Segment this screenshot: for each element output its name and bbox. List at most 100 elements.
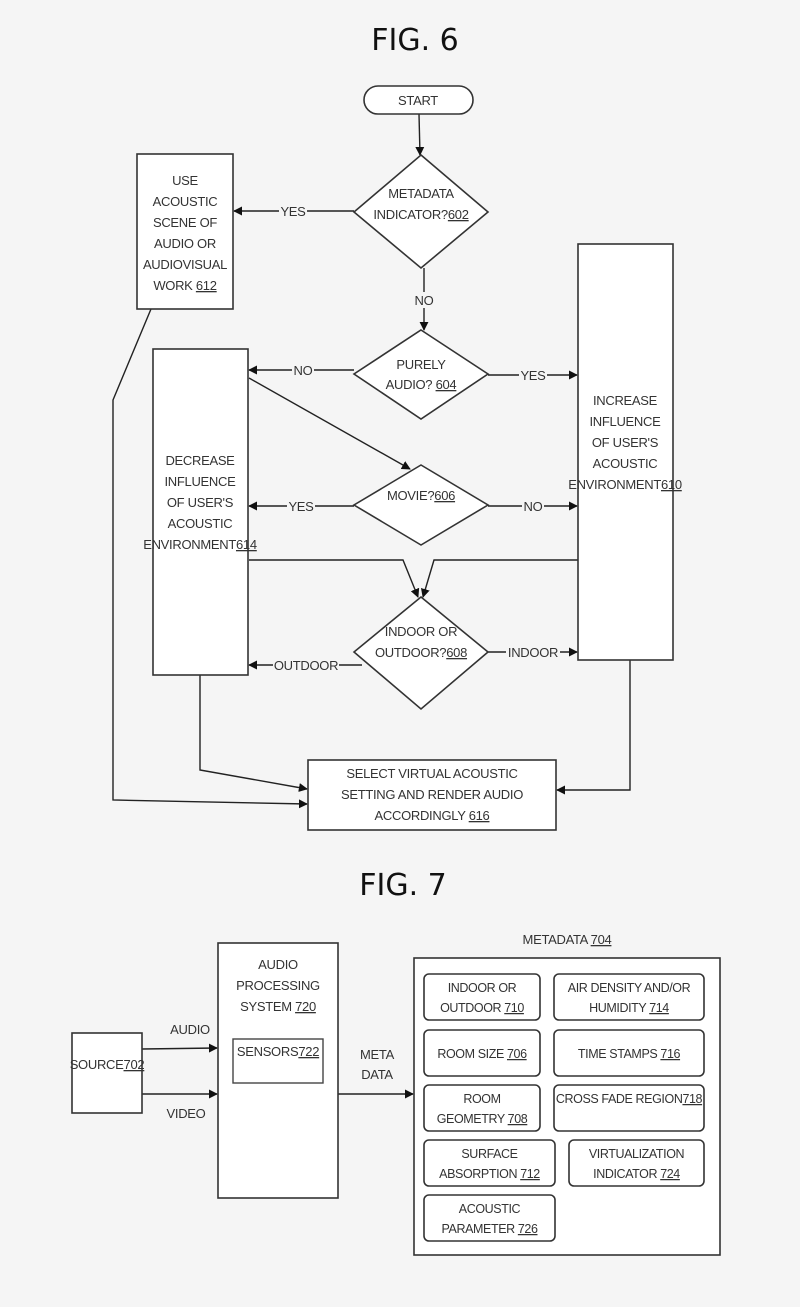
label-line: MOVIE? (387, 488, 434, 503)
label-line: ROOM (463, 1092, 500, 1106)
label-line: ACOUSTIC (459, 1202, 521, 1216)
edge-614-616 (199, 675, 308, 793)
source-702: SOURCE702 (70, 1032, 145, 1114)
decision-602-label: METADATA INDICATOR?602 (373, 186, 468, 222)
label-line: OF USER'S (592, 435, 659, 450)
reference-numeral: 720 (295, 999, 316, 1014)
metadata-item-box (423, 1194, 556, 1242)
reference-numeral: 716 (660, 1047, 680, 1061)
edge-label-602-no: NO (415, 293, 434, 308)
metadata-item-box (568, 1139, 705, 1187)
label-line: INDICATOR? (373, 207, 448, 222)
label-line: SOURCE (70, 1057, 124, 1072)
label-line: INCREASE (593, 393, 658, 408)
label-line: AUDIO? (386, 377, 436, 392)
label-line: SURFACE (461, 1147, 517, 1161)
edge-label-608-indoor: INDOOR (508, 645, 558, 660)
label-line: ACCORDINGLY (375, 808, 469, 823)
metadata-item-label: TIME STAMPS 716 (578, 1047, 681, 1061)
decision-604-label: PURELY AUDIO? 604 (386, 357, 457, 392)
decision-606-label: MOVIE?606 (387, 488, 455, 503)
node-start-label: START (398, 93, 438, 108)
reference-numeral: 602 (448, 207, 469, 222)
reference-numeral: 610 (661, 477, 682, 492)
label-line: PROCESSING (236, 978, 320, 993)
label-line: METADATA (523, 932, 591, 947)
edge-label-604-no: NO (294, 363, 313, 378)
label-line: AUDIO OR (154, 236, 216, 251)
label-line: INFLUENCE (590, 414, 662, 429)
decision-606: MOVIE?606 (352, 464, 490, 546)
label-line: METADATA (388, 186, 454, 201)
metadata-item-716: TIME STAMPS 716 (553, 1029, 705, 1077)
label-line: USE (172, 173, 198, 188)
edge-label-video: VIDEO (167, 1106, 206, 1121)
label-line: WORK (153, 278, 196, 293)
edge-614-608 (249, 559, 420, 598)
reference-numeral: 710 (504, 1001, 524, 1015)
label-line: SYSTEM (240, 999, 295, 1014)
label-line: ENVIRONMENT (568, 477, 661, 492)
label-line: ROOM SIZE (437, 1047, 507, 1061)
decision-602: METADATA INDICATOR?602 (352, 153, 490, 270)
fig7: FIG. 7 AUDIO VIDEO META DATA SOURCE702 A… (70, 868, 721, 1256)
reference-numeral: 718 (682, 1092, 702, 1106)
fig6-connectors (112, 113, 631, 809)
reference-numeral: 604 (436, 377, 457, 392)
edge-label-meta: META (360, 1047, 395, 1062)
reference-numeral: 612 (196, 278, 217, 293)
label-line: ABSORPTION (439, 1167, 520, 1181)
edge-label-608-outdoor: OUTDOOR (274, 658, 338, 673)
label-line: ACOUSTIC (168, 516, 233, 531)
edge-label-audio: AUDIO (170, 1022, 210, 1037)
edge-label-606-no: NO (524, 499, 543, 514)
label-line: INFLUENCE (165, 474, 237, 489)
label-line: SCENE OF (153, 215, 217, 230)
metadata-item-708: ROOM GEOMETRY 708 (423, 1084, 541, 1132)
label-line: INDICATOR (593, 1167, 660, 1181)
label-line: GEOMETRY (437, 1112, 508, 1126)
reference-numeral: 704 (591, 932, 612, 947)
label-line: SETTING AND RENDER AUDIO (341, 787, 523, 802)
label-line: HUMIDITY (589, 1001, 649, 1015)
label-line: INDOOR OR (385, 624, 457, 639)
metadata-item-box (423, 1029, 541, 1077)
metadata-item-box (553, 1084, 705, 1132)
metadata-item-label: ROOM GEOMETRY 708 (437, 1092, 528, 1126)
label-line: PURELY (396, 357, 446, 372)
reference-numeral: 714 (649, 1001, 669, 1015)
reference-numeral: 706 (507, 1047, 527, 1061)
label-line: DECREASE (165, 453, 235, 468)
fig6-edge-labels: YES NO NO YES YES NO OUTDOOR INDOOR (273, 203, 560, 673)
edge-610-608 (420, 559, 578, 598)
edge-start-602 (415, 113, 425, 156)
reference-numeral: 606 (434, 488, 455, 503)
edge-label-604-yes: YES (520, 368, 546, 383)
metadata-item-box (423, 1084, 541, 1132)
edge-label-data: DATA (361, 1067, 393, 1082)
metadata-item-box (553, 1029, 705, 1077)
label-line: AUDIOVISUAL (143, 257, 227, 272)
edge-612-616 (112, 308, 308, 809)
metadata-item-box (553, 973, 705, 1021)
reference-numeral: 708 (508, 1112, 528, 1126)
edge-610-616 (556, 660, 631, 795)
metadata-item-706: ROOM SIZE 706 (423, 1029, 541, 1077)
sensors-722-label: SENSORS722 (237, 1044, 319, 1059)
label-line: START (398, 93, 438, 108)
reference-numeral: 724 (660, 1167, 680, 1181)
